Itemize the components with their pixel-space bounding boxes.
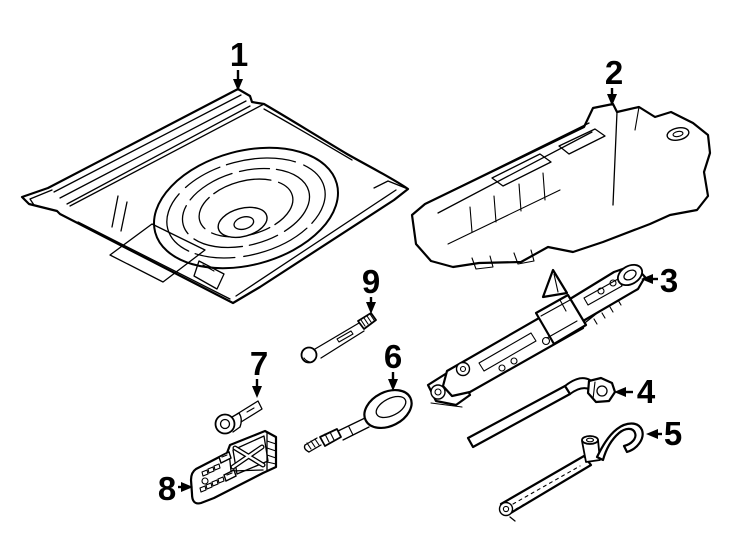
bolt-drawing — [214, 400, 263, 435]
scissor-jack-drawing — [426, 263, 647, 408]
callout-8[interactable]: 8 — [158, 470, 193, 507]
foam-tool-tray-drawing — [410, 102, 712, 270]
callout-4-label[interactable]: 4 — [637, 373, 656, 410]
callout-3[interactable]: 3 — [641, 262, 678, 299]
callout-5[interactable]: 5 — [646, 415, 682, 452]
callout-9[interactable]: 9 — [362, 263, 380, 314]
jack-handle-hook-drawing — [498, 422, 644, 522]
callout-7-arrowhead — [252, 386, 262, 398]
callout-2-label[interactable]: 2 — [605, 54, 623, 91]
rear-floor-pan-drawing — [20, 87, 410, 305]
callout-1[interactable]: 1 — [230, 36, 248, 91]
tool-mounting-plate-drawing — [189, 429, 278, 505]
callout-2-arrowhead — [607, 94, 617, 106]
callout-8-arrowhead — [181, 482, 193, 492]
tow-hook-eye-drawing — [303, 388, 413, 453]
callout-2[interactable]: 2 — [605, 54, 623, 106]
callout-7-label[interactable]: 7 — [250, 345, 268, 382]
callout-6-label[interactable]: 6 — [384, 338, 402, 375]
callout-1-arrowhead — [233, 79, 243, 91]
callout-5-label[interactable]: 5 — [664, 415, 682, 452]
stud-bolt-drawing — [300, 312, 377, 364]
callout-1-label[interactable]: 1 — [230, 36, 248, 73]
callout-3-label[interactable]: 3 — [660, 262, 678, 299]
callout-6[interactable]: 6 — [384, 338, 402, 391]
callout-3-arrowhead — [641, 274, 653, 284]
callout-4-arrowhead — [614, 387, 626, 397]
callout-7[interactable]: 7 — [250, 345, 268, 398]
callout-8-label[interactable]: 8 — [158, 470, 176, 507]
lug-wrench-drawing — [466, 376, 617, 449]
callout-5-arrowhead — [646, 429, 658, 439]
callout-9-arrowhead — [366, 302, 376, 314]
callout-6-arrowhead — [388, 379, 398, 391]
callout-9-label[interactable]: 9 — [362, 263, 380, 300]
callout-4[interactable]: 4 — [614, 373, 656, 410]
